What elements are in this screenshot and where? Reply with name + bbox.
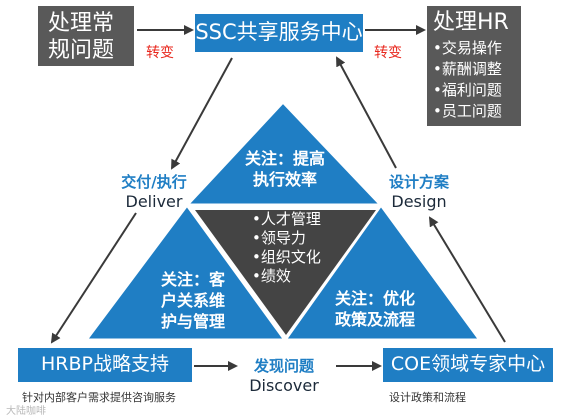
hr-issues-title: 处理HR	[433, 10, 509, 35]
arrow-ssc-to-deliver	[171, 57, 233, 170]
coe-note: 设计政策和流程	[389, 391, 466, 404]
center-item: •组织文化	[252, 248, 321, 266]
arrow-coe-to-design	[428, 216, 506, 343]
arrow-design-to-ssc	[336, 56, 397, 169]
hrbp-title: HRBP战略支持	[41, 353, 169, 375]
top-triangle-line2: 执行效率	[252, 170, 317, 189]
hr-issue-item: •薪酬调整	[433, 60, 502, 78]
deliver-label: 交付/执行 Deliver	[104, 172, 204, 212]
routine-issues-line2: 规问题	[48, 38, 115, 63]
left-triangle-line3: 护与管理	[160, 312, 225, 331]
center-triangle	[195, 210, 376, 335]
ssc-box: SSC共享服务中心	[195, 14, 363, 52]
coe-box: COE领域专家中心	[383, 348, 553, 382]
left-triangle-text: 关注：客 户关系维 护与管理	[148, 269, 238, 332]
transition-label-right: 转变	[374, 45, 402, 61]
hrbp-note: 针对内部客户需求提供咨询服务	[22, 391, 176, 404]
hr-issue-item: •员工问题	[433, 102, 502, 120]
top-triangle-text: 关注：提高 执行效率	[240, 148, 330, 190]
left-triangle-line2: 户关系维	[160, 291, 225, 310]
deliver-label-zh: 交付/执行	[121, 173, 187, 191]
routine-issues-line1: 处理常	[48, 11, 115, 36]
hr-issue-item: •福利问题	[433, 81, 502, 99]
center-item: •人才管理	[252, 210, 321, 228]
arrow-deliver-to-hrbp	[50, 212, 137, 344]
deliver-label-en: Deliver	[125, 192, 183, 211]
hr-issue-item: •交易操作	[433, 39, 502, 57]
design-label-zh: 设计方案	[388, 173, 449, 191]
right-triangle-line2: 政策及流程	[334, 310, 415, 329]
top-triangle	[183, 99, 385, 207]
routine-issues-box: 处理常 规问题	[38, 6, 134, 66]
discover-label-en: Discover	[249, 376, 319, 395]
top-triangle-line1: 关注：提高	[244, 149, 325, 168]
discover-label-zh: 发现问题	[253, 357, 314, 375]
right-triangle-line1: 关注：优化	[334, 289, 415, 308]
discover-label: 发现问题 Discover	[234, 356, 334, 396]
right-triangle-text: 关注：优化 政策及流程	[320, 288, 430, 330]
transition-label-left: 转变	[146, 45, 174, 61]
design-label: 设计方案 Design	[372, 172, 466, 212]
center-triangle-list: •人才管理 •领导力 •组织文化 •绩效	[252, 210, 321, 286]
right-triangle	[282, 202, 483, 342]
hr-issues-list: •交易操作 •薪酬调整 •福利问题 •员工问题	[433, 38, 521, 122]
left-triangle-line1: 关注：客	[160, 270, 225, 289]
ssc-title: SSC共享服务中心	[195, 20, 363, 44]
left-triangle	[83, 202, 288, 342]
hr-issues-box: 处理HR •交易操作 •薪酬调整 •福利问题 •员工问题	[427, 6, 521, 126]
center-item: •绩效	[252, 267, 291, 285]
design-label-en: Design	[391, 192, 447, 211]
watermark: 大陆咖啡	[6, 406, 46, 417]
hrbp-box: HRBP战略支持	[18, 348, 192, 382]
coe-title: COE领域专家中心	[390, 353, 546, 375]
center-item: •领导力	[252, 229, 306, 247]
